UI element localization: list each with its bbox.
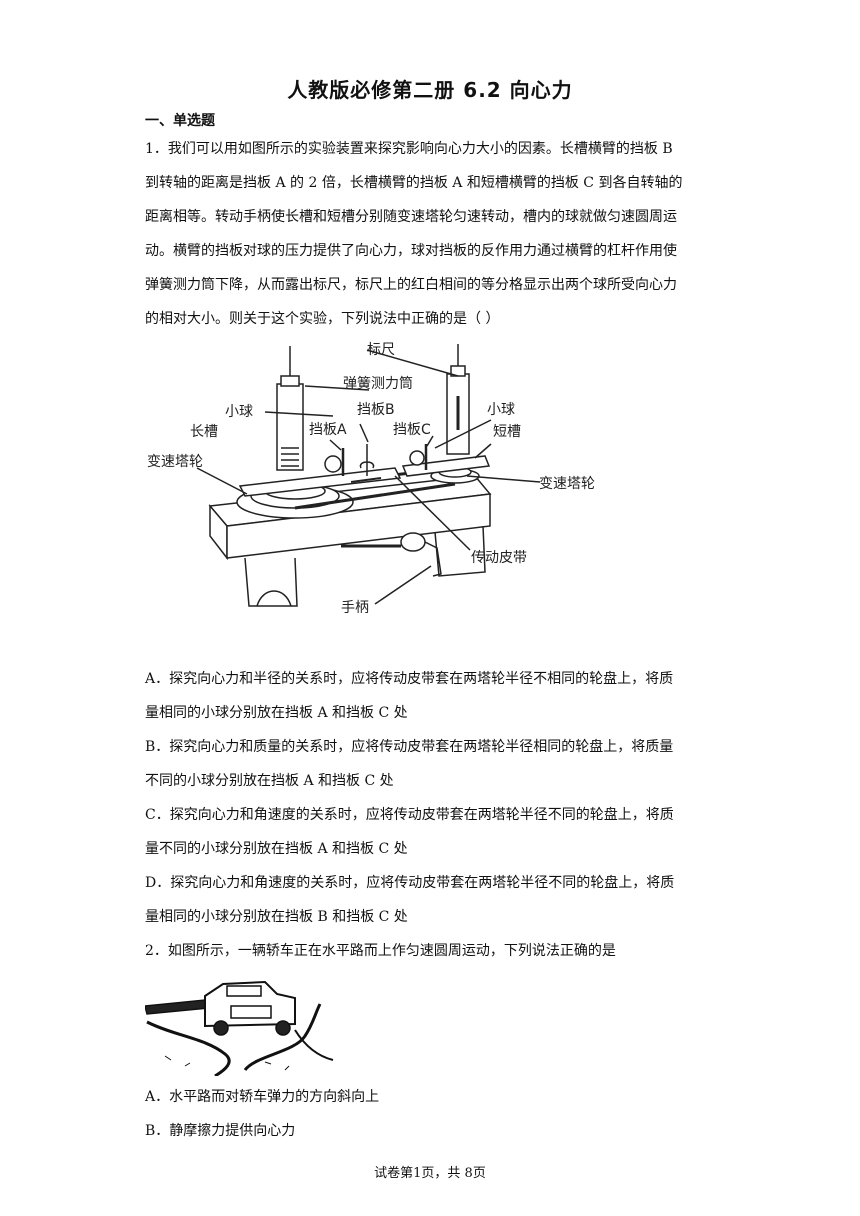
question-1-options: A．探究向心力和半径的关系时，应将传动皮带套在两塔轮半径不相同的轮盘上，将质 量… <box>145 662 725 934</box>
label-tanhuang: 弹簧测力筒 <box>343 375 413 392</box>
label-dangban-c: 挡板C <box>393 422 431 438</box>
option-c-line: C．探究向心力和角速度的关系时，应将传动皮带套在两塔轮半径不同的轮盘上，将质 <box>145 807 674 823</box>
label-shoubing: 手柄 <box>341 600 369 616</box>
option-b-line: B．探究向心力和质量的关系时，应将传动皮带套在两塔轮半径相同的轮盘上，将质量 <box>145 739 674 755</box>
q1-line: 弹簧测力筒下降，从而露出标尺，标尺上的红白相间的等分格显示出两个球所受向心力 <box>145 277 677 293</box>
option-a-line: 量相同的小球分别放在挡板 A 和挡板 C 处 <box>145 705 408 721</box>
label-dangban-b: 挡板B <box>357 402 395 418</box>
q2-stem-line: 2．如图所示，一辆轿车正在水平路而上作匀速圆周运动，下列说法正确的是 <box>145 943 616 959</box>
label-changcao: 长槽 <box>190 424 218 440</box>
label-dangban-a: 挡板A <box>309 422 347 438</box>
q1-line: 动。横臂的挡板对球的压力提供了向心力，球对挡板的反作用力通过横臂的杠杆作用使 <box>145 243 677 259</box>
page-footer: 试卷第1页，共 8页 <box>374 1166 486 1181</box>
option-a-line: A．探究向心力和半径的关系时，应将传动皮带套在两塔轮半径不相同的轮盘上，将质 <box>145 671 674 687</box>
label-xiaoqiu-right: 小球 <box>487 402 515 418</box>
label-chuandong: 传动皮带 <box>471 550 527 566</box>
q2-option-b: B．静摩擦力提供向心力 <box>145 1123 296 1139</box>
car-on-road-figure <box>145 980 334 1076</box>
label-biansu-right: 变速塔轮 <box>539 476 595 492</box>
centripetal-apparatus-figure: 标尺 弹簧测力筒 小球 长槽 挡板B 挡板A 挡板C 小球 短槽 变速塔轮 变速… <box>147 342 595 616</box>
question-2-options: A．水平路而对轿车弹力的方向斜向上 B．静摩擦力提供向心力 <box>145 1080 725 1148</box>
page-title: 人教版必修第二册 6.2 向心力 <box>287 78 573 102</box>
option-c-line: 量不同的小球分别放在挡板 A 和挡板 C 处 <box>145 841 408 857</box>
question-2-stem: 2．如图所示，一辆轿车正在水平路而上作匀速圆周运动，下列说法正确的是 <box>145 934 725 968</box>
label-xiaoqiu-left: 小球 <box>225 404 253 420</box>
q2-option-a: A．水平路而对轿车弹力的方向斜向上 <box>145 1089 380 1105</box>
q1-line: 的相对大小。则关于这个实验，下列说法中正确的是（ ） <box>145 311 500 327</box>
label-biansu-left: 变速塔轮 <box>147 454 203 470</box>
section-heading: 一、单选题 <box>145 113 215 129</box>
label-duancao: 短槽 <box>493 424 521 440</box>
label-biaochi: 标尺 <box>367 342 395 358</box>
q1-line: 距离相等。转动手柄使长槽和短槽分别随变速塔轮匀速转动，槽内的球就做匀速圆周运 <box>145 209 677 225</box>
question-1-stem: 1．我们可以用如图所示的实验装置来探究影响向心力大小的因素。长槽横臂的挡板 B … <box>145 132 725 336</box>
option-b-line: 不同的小球分别放在挡板 A 和挡板 C 处 <box>145 773 394 789</box>
q1-line: 1．我们可以用如图所示的实验装置来探究影响向心力大小的因素。长槽横臂的挡板 B <box>145 141 673 157</box>
q1-line: 到转轴的距离是挡板 A 的 2 倍，长槽横臂的挡板 A 和短槽横臂的挡板 C 到… <box>145 175 683 191</box>
option-d-line: 量相同的小球分别放在挡板 B 和挡板 C 处 <box>145 909 408 925</box>
option-d-line: D．探究向心力和角速度的关系时，应将传动皮带套在两塔轮半径不同的轮盘上，将质 <box>145 875 675 891</box>
